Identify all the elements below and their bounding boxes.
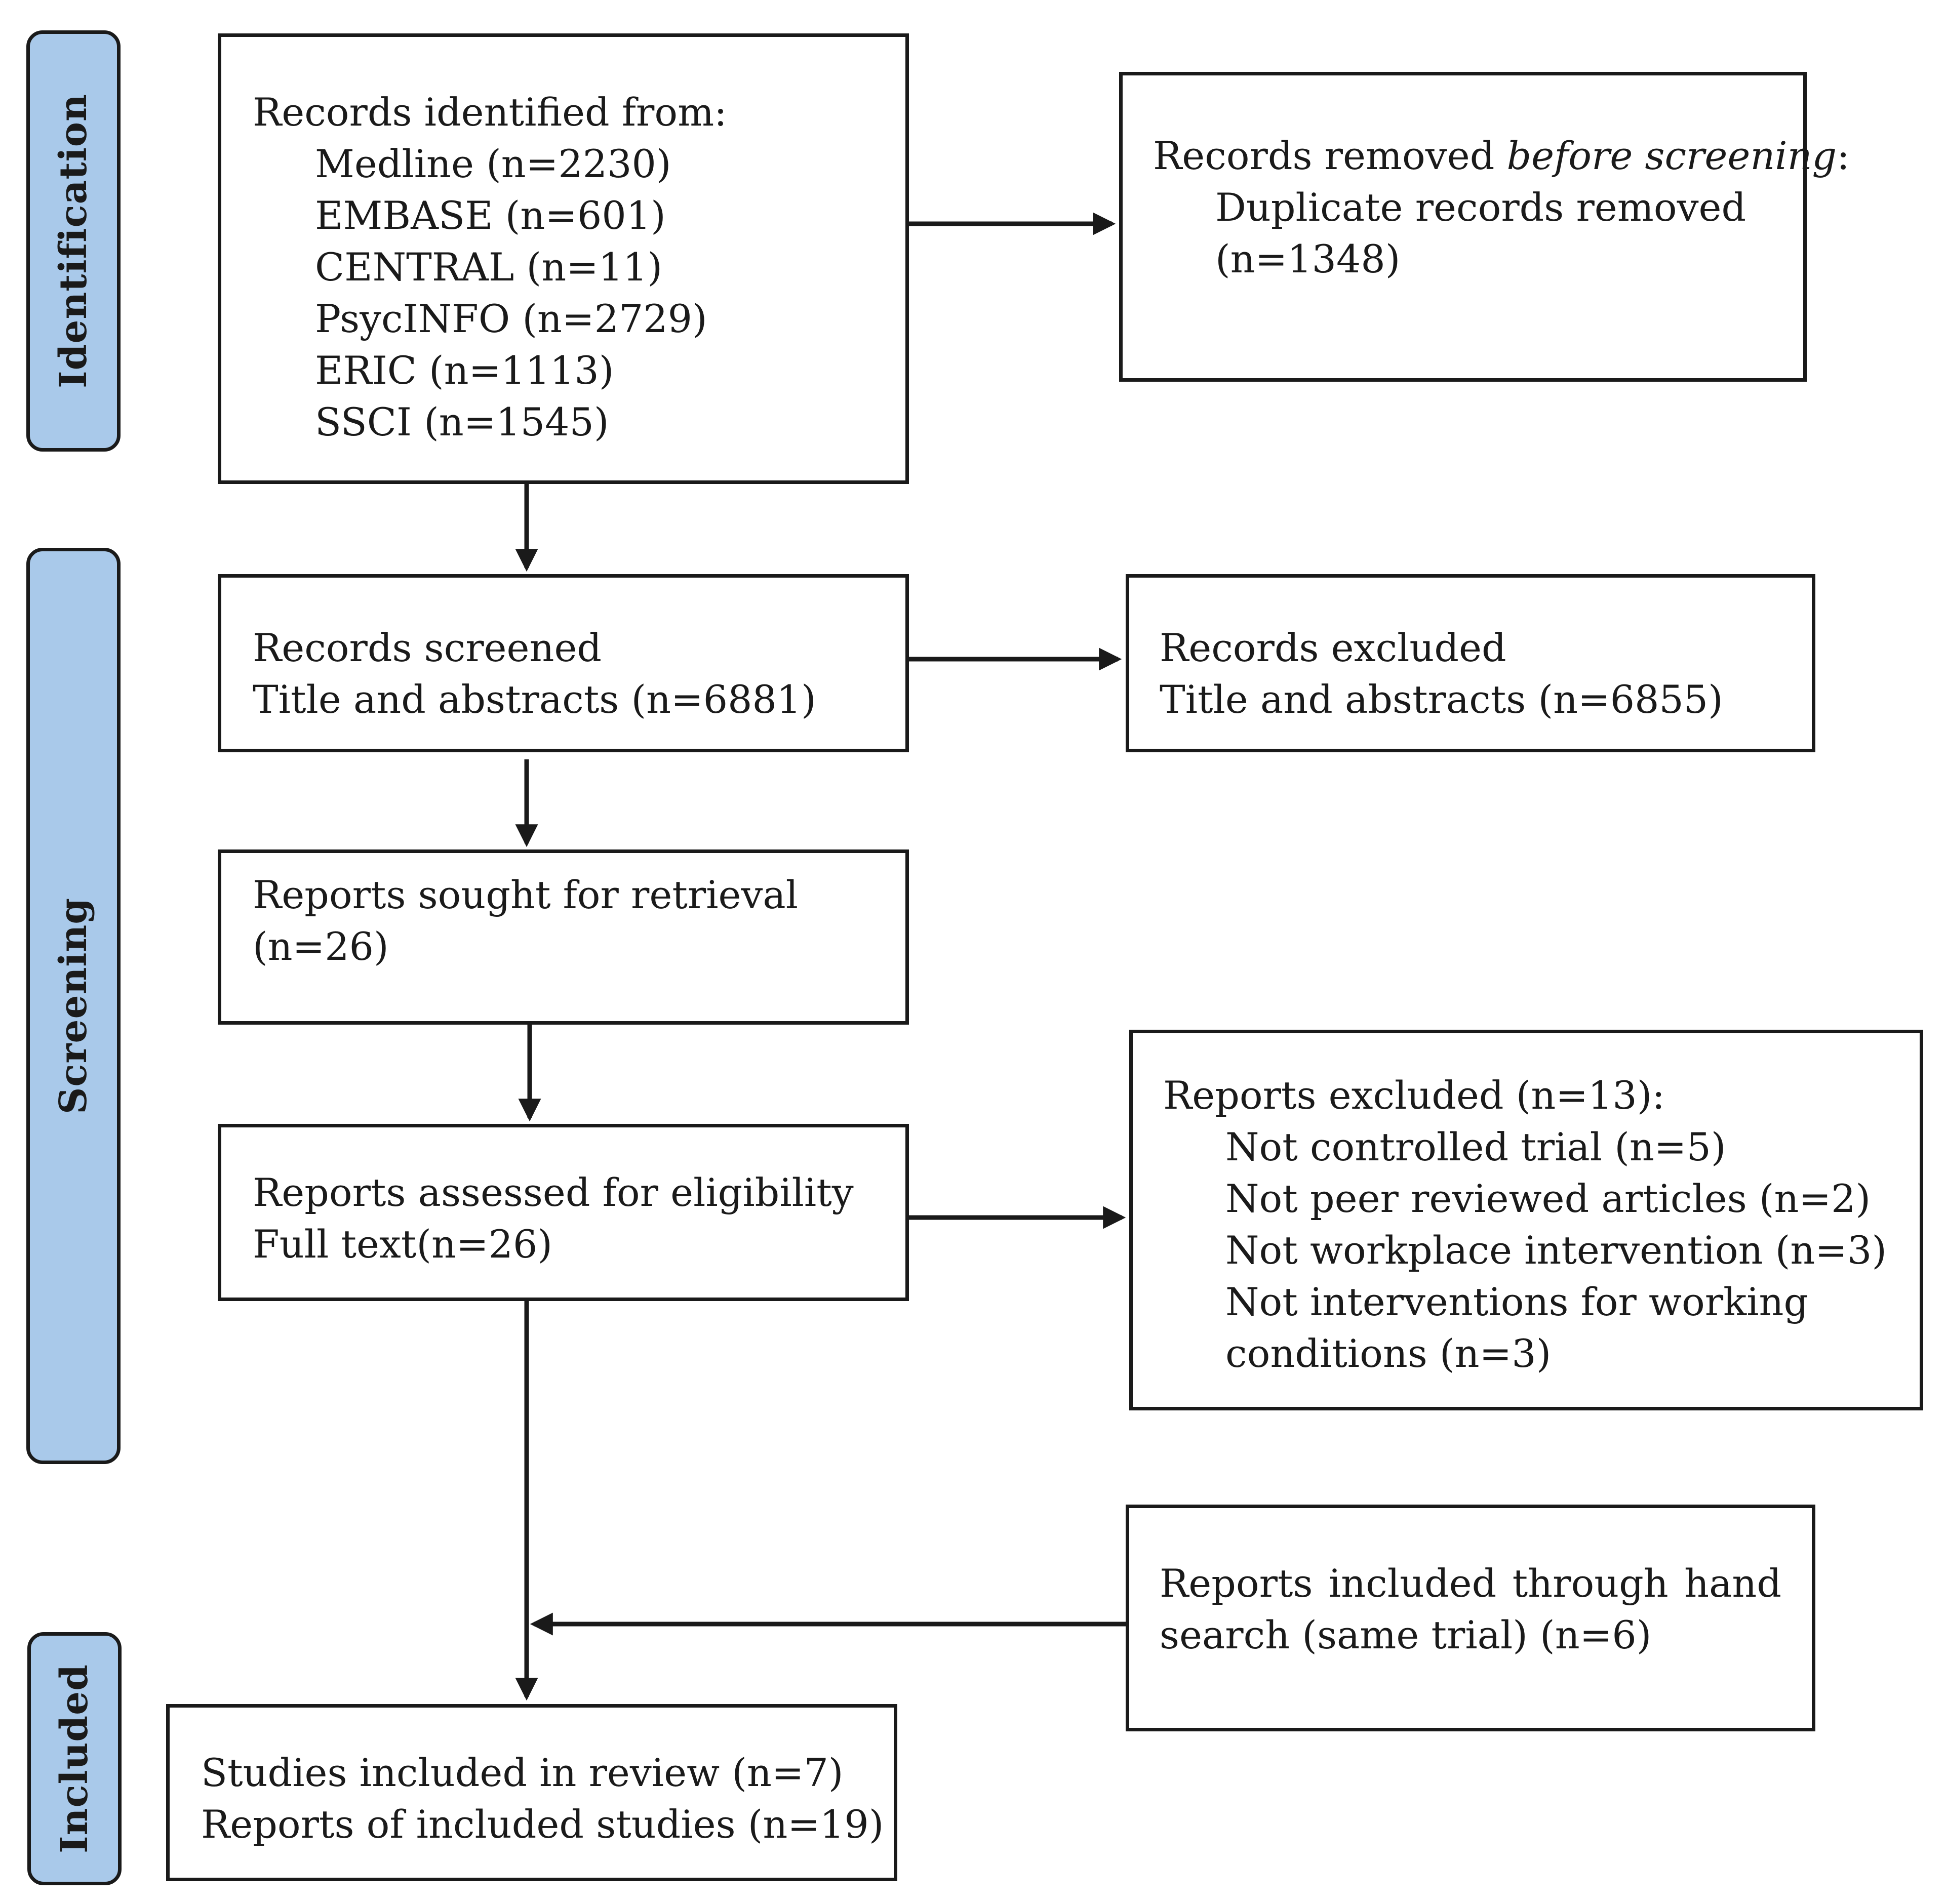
reports-excluded-heading: Reports excluded (n=13): (1163, 1073, 1665, 1118)
reason-not-controlled: Not controlled trial (n=5) (1225, 1124, 1726, 1169)
records-excluded-box: Records excluded Title and abstracts (n=… (1126, 574, 1815, 752)
reports-included-label: Reports of included studies (n=19) (201, 1802, 884, 1847)
source-eric: ERIC (n=1113) (315, 348, 614, 393)
reports-assessed-label: Reports assessed for eligibility (253, 1170, 854, 1215)
hand-search-word-4: hand (1684, 1561, 1781, 1606)
hand-search-word-2: included (1328, 1561, 1497, 1606)
records-excluded-count: Title and abstracts (n=6855) (1160, 677, 1723, 722)
hand-search-line-2: search (same trial) (n=6) (1160, 1612, 1652, 1657)
reports-sought-box: Reports sought for retrieval (n=26) (218, 849, 909, 1025)
phase-identification: Identification (26, 30, 121, 452)
source-medline: Medline (n=2230) (315, 141, 671, 186)
records-excluded-label: Records excluded (1160, 625, 1506, 670)
reason-not-working-conditions-cont: conditions (n=3) (1225, 1331, 1552, 1376)
reason-not-peer-reviewed: Not peer reviewed articles (n=2) (1225, 1176, 1871, 1221)
hand-search-line-1: Reports included through hand (1160, 1558, 1781, 1609)
reports-assessed-count: Full text(n=26) (253, 1222, 553, 1267)
included-studies-box: Studies included in review (n=7) Reports… (166, 1704, 897, 1881)
hand-search-word-1: Reports (1160, 1561, 1313, 1606)
hand-search-word-3: through (1512, 1561, 1669, 1606)
reports-sought-count: (n=26) (253, 924, 389, 969)
source-psycinfo: PsycINFO (n=2729) (315, 296, 707, 341)
hand-search-box: Reports included through hand search (sa… (1126, 1505, 1815, 1731)
studies-included-label: Studies included in review (n=7) (201, 1750, 844, 1795)
records-removed-heading-prefix: Records removed (1153, 133, 1507, 178)
records-identified-box: Records identified from: Medline (n=2230… (218, 33, 909, 484)
records-screened-count: Title and abstracts (n=6881) (253, 677, 816, 722)
records-identified-heading: Records identified from: (253, 90, 727, 135)
records-screened-box: Records screened Title and abstracts (n=… (218, 574, 909, 752)
source-central: CENTRAL (n=11) (315, 245, 663, 290)
records-removed-heading-suffix: : (1837, 133, 1850, 178)
reports-sought-label: Reports sought for retrieval (253, 872, 799, 917)
reason-not-working-conditions: Not interventions for working (1225, 1279, 1809, 1324)
records-removed-box: Records removed before screening: Duplic… (1119, 72, 1850, 382)
records-removed-heading-emphasis: before screening (1506, 133, 1837, 178)
reason-not-workplace: Not workplace intervention (n=3) (1225, 1228, 1887, 1273)
records-screened-label: Records screened (253, 625, 602, 670)
reports-excluded-box: Reports excluded (n=13): Not controlled … (1129, 1030, 1923, 1410)
records-removed-heading: Records removed before screening: (1153, 130, 1850, 182)
reports-assessed-box: Reports assessed for eligibility Full te… (218, 1124, 909, 1301)
phase-included: Included (27, 1632, 122, 1885)
duplicates-removed-count: (n=1348) (1215, 236, 1401, 281)
phase-screening: Screening (26, 548, 121, 1464)
source-ssci: SSCI (n=1545) (315, 399, 609, 444)
duplicates-removed-label: Duplicate records removed (1215, 185, 1746, 230)
source-embase: EMBASE (n=601) (315, 193, 666, 238)
